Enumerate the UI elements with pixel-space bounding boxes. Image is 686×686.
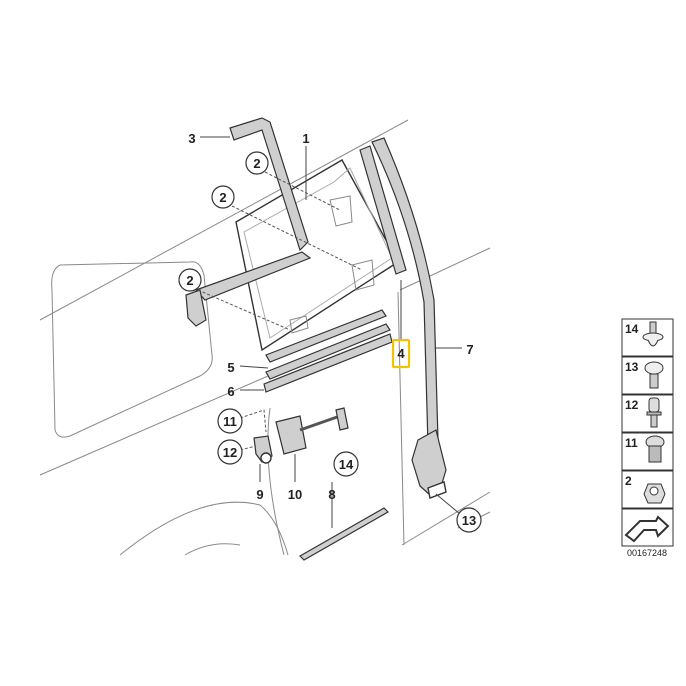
svg-text:1: 1	[302, 131, 309, 146]
callout-4-highlighted[interactable]: 4	[391, 338, 411, 369]
callout-14: 14	[333, 451, 359, 477]
catalog-code: 00167248	[627, 548, 667, 558]
legend-item-2: 2	[625, 474, 666, 504]
svg-text:2: 2	[625, 474, 632, 488]
svg-text:13: 13	[462, 513, 476, 528]
threaded-stud-icon	[646, 397, 662, 428]
legend-item-14: 14	[625, 321, 664, 347]
callout-8: 8	[328, 487, 335, 502]
svg-text:13: 13	[625, 360, 639, 374]
svg-text:2: 2	[186, 273, 193, 288]
seal-strips-5-6	[263, 309, 393, 393]
forward-arrow-icon	[624, 515, 670, 543]
callout-7: 7	[466, 342, 473, 357]
svg-text:9: 9	[256, 487, 263, 502]
fastener-legend: 14 13 12 11	[621, 318, 674, 558]
svg-text:12: 12	[223, 445, 237, 460]
legend-item-11: 11	[625, 435, 665, 463]
expanding-rivet-icon	[644, 361, 664, 389]
svg-text:11: 11	[625, 436, 638, 450]
window-glass-part-1	[235, 159, 399, 352]
svg-text:4: 4	[397, 346, 405, 361]
door-check-part-10	[253, 407, 349, 464]
callout-9: 9	[256, 487, 263, 502]
svg-text:5: 5	[227, 360, 234, 375]
svg-text:12: 12	[625, 398, 639, 412]
callout-13: 13	[456, 507, 482, 533]
svg-text:10: 10	[288, 487, 302, 502]
hex-nut-icon	[643, 483, 666, 504]
svg-text:8: 8	[328, 487, 335, 502]
svg-text:6: 6	[227, 384, 234, 399]
legend-item-13: 13	[625, 360, 664, 389]
callout-11: 11	[217, 408, 243, 434]
window-channel-part-3	[185, 117, 312, 327]
svg-text:14: 14	[625, 322, 639, 336]
svg-text:2: 2	[219, 190, 226, 205]
svg-text:14: 14	[339, 457, 354, 472]
leader-lines	[197, 136, 462, 528]
callout-10: 10	[288, 487, 302, 502]
svg-text:7: 7	[466, 342, 473, 357]
callout-12: 12	[217, 439, 243, 465]
callout-2-top: 2	[245, 151, 269, 175]
callout-5: 5	[227, 360, 234, 375]
push-rivet-clip-icon	[642, 321, 664, 347]
callout-2-middle: 2	[211, 185, 235, 209]
pillar-trim-part-4	[359, 145, 407, 275]
sill-strip-part-8	[299, 507, 389, 561]
callout-3: 3	[188, 131, 195, 146]
callout-2-left: 2	[178, 268, 202, 292]
svg-text:2: 2	[253, 156, 260, 171]
flange-bolt-icon	[645, 435, 665, 463]
callout-6: 6	[227, 384, 234, 399]
svg-text:11: 11	[223, 414, 237, 429]
legend-item-12: 12	[625, 397, 662, 428]
frame-seal-part-7	[371, 137, 447, 499]
svg-text:3: 3	[188, 131, 195, 146]
callout-1: 1	[302, 131, 309, 146]
